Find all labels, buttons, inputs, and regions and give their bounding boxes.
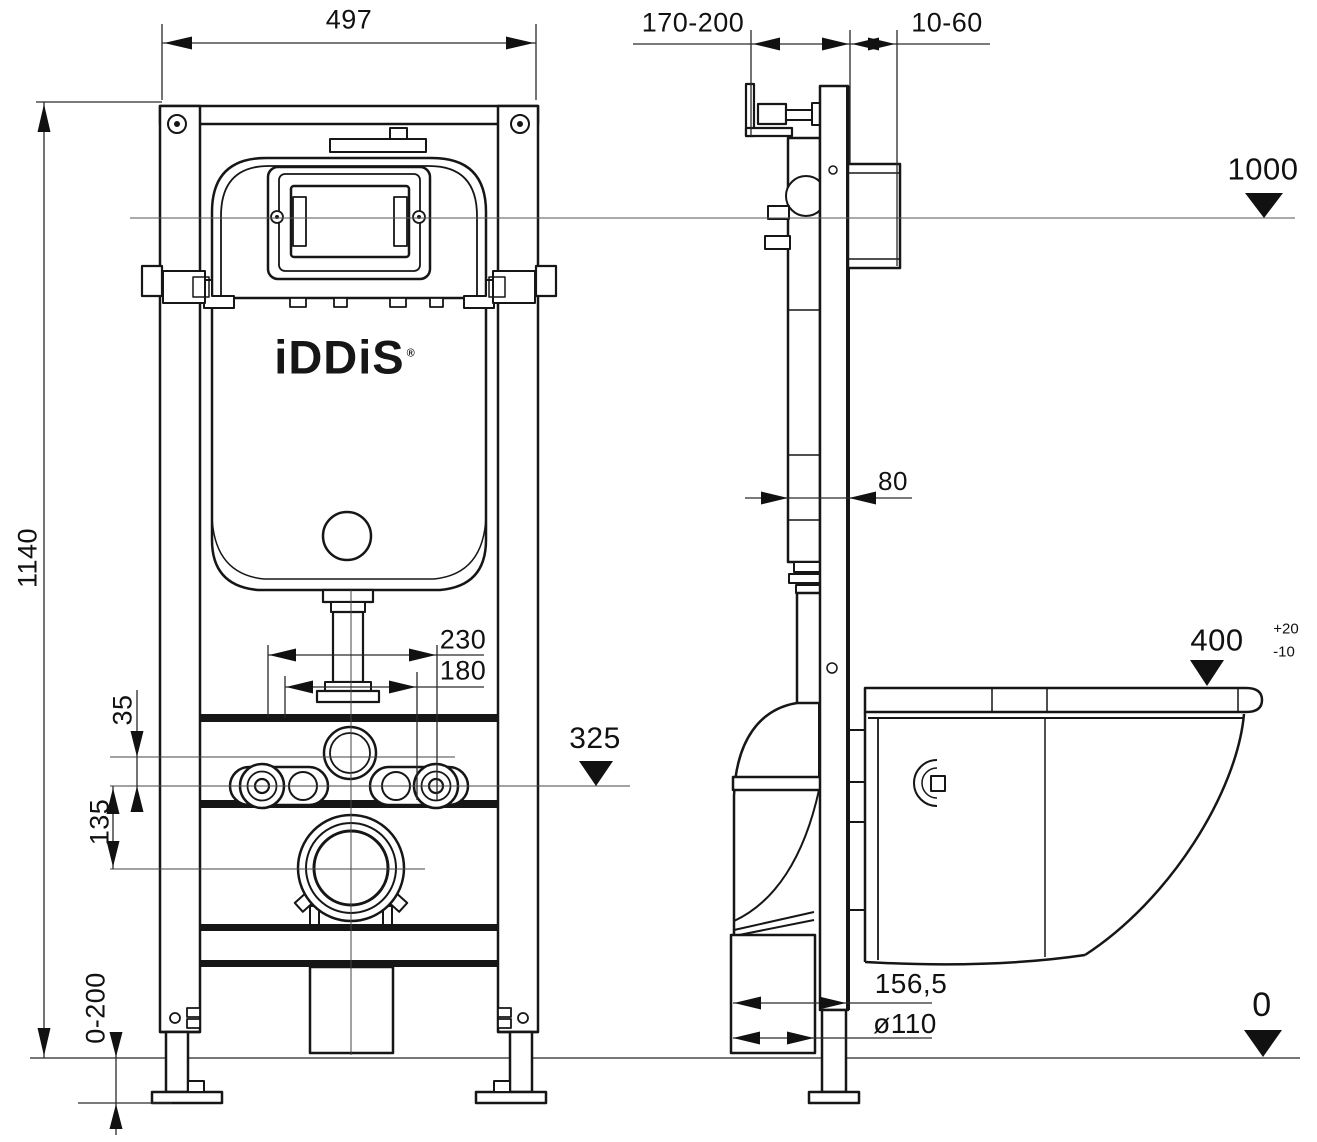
reference-lines — [110, 217, 1295, 1055]
dim-bowl-level-tol-plus: +20 — [1273, 620, 1299, 638]
level-marker-0 — [1244, 1030, 1282, 1057]
dim-floor-level: 0 — [1252, 986, 1272, 1024]
brand-logo: iDDiS® — [274, 330, 415, 385]
dim-drain-offset-side: 156,5 — [874, 968, 948, 999]
registered-mark: ® — [406, 347, 416, 360]
dimension-arrows — [37, 36, 1283, 1129]
front-view-frame — [140, 104, 558, 1105]
dim-mount-depth-range: 170-200 — [641, 7, 745, 38]
brand-logo-text: iDDiS — [274, 330, 405, 384]
level-marker-400 — [1190, 660, 1224, 686]
dim-bowl-level: 400 — [1190, 622, 1244, 658]
level-marker-325 — [579, 761, 613, 786]
level-marker-1000 — [1245, 193, 1283, 218]
dim-frame-width: 497 — [325, 4, 373, 35]
dim-finish-thickness-range: 10-60 — [911, 7, 983, 38]
dim-stud-level: 325 — [569, 722, 621, 755]
dim-frame-height: 1140 — [12, 527, 43, 589]
dim-stud-spacing-outer: 230 — [439, 624, 487, 655]
side-view-frame — [729, 82, 1264, 1105]
dim-stud-spacing-inner: 180 — [439, 655, 487, 686]
dim-water-offset: 35 — [107, 694, 138, 726]
dim-bowl-level-tol-minus: -10 — [1273, 643, 1295, 661]
dim-drain-diameter: ø110 — [873, 1008, 937, 1039]
dim-drain-offset-front: 135 — [84, 798, 115, 846]
dim-leg-adjustment: 0-200 — [80, 972, 111, 1044]
dim-frame-depth: 80 — [878, 466, 908, 496]
dim-top-level: 1000 — [1227, 151, 1299, 187]
